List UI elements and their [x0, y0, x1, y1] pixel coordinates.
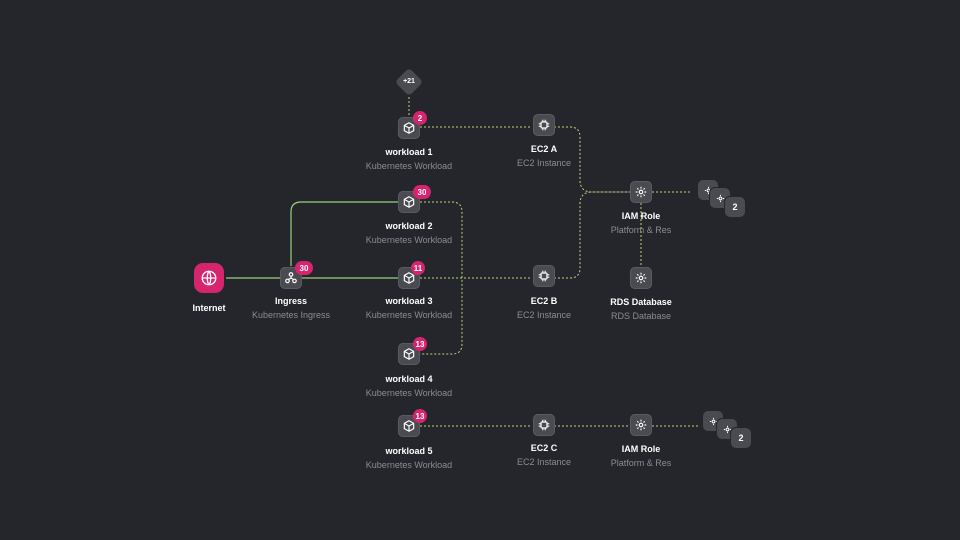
iam1-node[interactable] [630, 181, 652, 203]
ec2b-label: EC2 B [530, 296, 558, 306]
stacked-nodes-group-1[interactable]: 2 [698, 180, 748, 220]
iam2-sublabel: Platform & Res [610, 458, 672, 468]
cube-icon [403, 420, 415, 432]
workload4-sublabel: Kubernetes Workload [365, 388, 453, 398]
ingress-sublabel: Kubernetes Ingress [251, 310, 331, 320]
stack-count-card: 2 [731, 428, 751, 448]
iam2-node[interactable] [630, 414, 652, 436]
network-icon [285, 272, 297, 284]
workload3-badge: 11 [411, 261, 425, 275]
ec2a-label: EC2 A [530, 144, 558, 154]
stacked-nodes-group-2[interactable]: 2 [703, 411, 753, 451]
workload5-sublabel: Kubernetes Workload [365, 460, 453, 470]
workload4-label: workload 4 [385, 374, 433, 384]
ec2a-node[interactable] [533, 114, 555, 136]
iam1-sublabel: Platform & Res [610, 225, 672, 235]
rds-label: RDS Database [610, 297, 672, 307]
edge-workload2-workload4 [420, 201, 463, 355]
ec2c-label: EC2 C [530, 443, 558, 453]
ingress-label: Ingress [274, 296, 307, 306]
workload2-label: workload 2 [385, 221, 433, 231]
workload4-badge: 13 [413, 337, 427, 351]
ingress-badge: 30 [295, 261, 313, 275]
ec2c-node[interactable] [533, 414, 555, 436]
gear-icon [635, 272, 647, 284]
edge-ingress-workload2 [290, 201, 398, 266]
chip-icon [538, 119, 550, 131]
iam1-label: IAM Role [621, 211, 661, 221]
cube-icon [403, 122, 415, 134]
more-count: +21 [403, 78, 415, 85]
gear-icon [723, 425, 731, 433]
gear-icon [716, 194, 724, 202]
gear-icon [709, 417, 717, 425]
workload1-badge: 2 [413, 111, 427, 125]
iam2-label: IAM Role [621, 444, 661, 454]
gear-icon [635, 419, 647, 431]
chip-icon [538, 270, 550, 282]
gear-icon [704, 186, 712, 194]
workload1-sublabel: Kubernetes Workload [365, 161, 453, 171]
chip-icon [538, 419, 550, 431]
more-workloads-chip[interactable]: +21 [394, 67, 424, 97]
internet-node[interactable] [194, 263, 224, 293]
edge-ec2a-iam1 [554, 126, 630, 193]
workload5-badge: 13 [413, 409, 427, 423]
workload2-sublabel: Kubernetes Workload [365, 235, 453, 245]
ec2b-node[interactable] [533, 265, 555, 287]
workload2-badge: 30 [413, 185, 431, 199]
ec2c-sublabel: EC2 Instance [516, 457, 572, 467]
edge-ec2b-iam1 [554, 191, 630, 279]
internet-label: Internet [192, 303, 226, 313]
stack-count-card: 2 [725, 197, 745, 217]
workload5-label: workload 5 [385, 446, 433, 456]
cube-icon [403, 272, 415, 284]
ec2b-sublabel: EC2 Instance [516, 310, 572, 320]
workload3-sublabel: Kubernetes Workload [365, 310, 453, 320]
gear-icon [635, 186, 647, 198]
globe-icon [201, 270, 217, 286]
rds-sublabel: RDS Database [610, 311, 672, 321]
rds-node[interactable] [630, 267, 652, 289]
cube-icon [403, 196, 415, 208]
workload3-label: workload 3 [385, 296, 433, 306]
workload1-label: workload 1 [385, 147, 433, 157]
cube-icon [403, 348, 415, 360]
ec2a-sublabel: EC2 Instance [516, 158, 572, 168]
